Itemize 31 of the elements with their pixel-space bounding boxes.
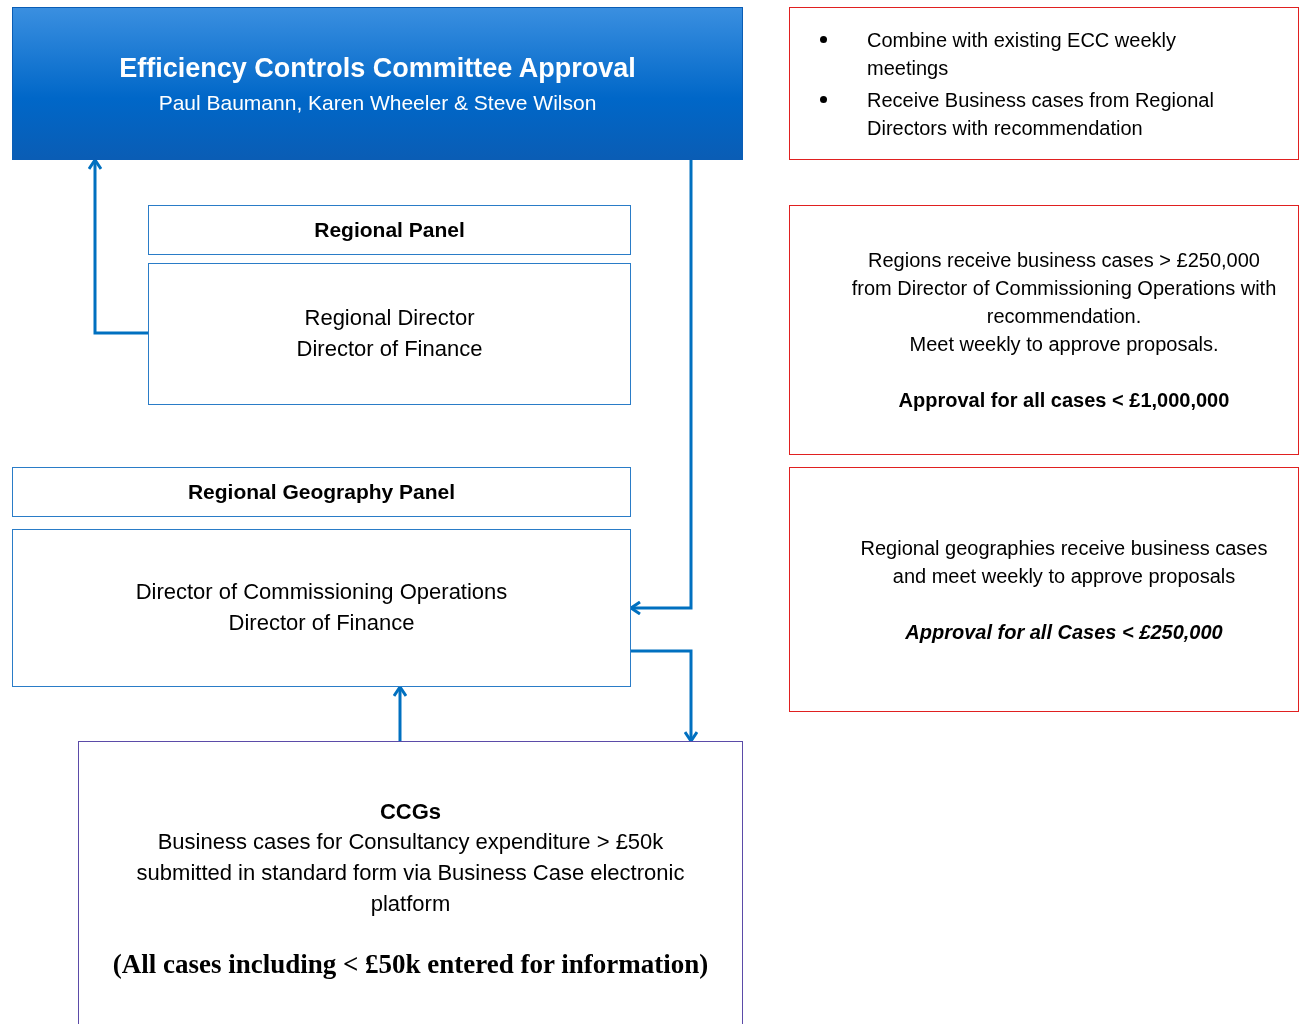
arrow bbox=[631, 649, 699, 743]
role-text: Director of Finance bbox=[228, 609, 415, 637]
note-box bbox=[789, 205, 1299, 455]
approval-text: Approval for all Cases < £250,000 bbox=[905, 619, 1223, 645]
box-heading: CCGs bbox=[379, 797, 442, 826]
note-text: Regions receive business cases > £250,000 from Director of Commissioning Operations with recommendation. bbox=[850, 248, 1278, 329]
process-box bbox=[78, 741, 743, 1024]
approval-text: Approval for all cases < £1,000,000 bbox=[898, 388, 1230, 413]
arrow bbox=[87, 158, 148, 335]
panel-header-box bbox=[12, 467, 631, 517]
role-text: Director of Finance bbox=[296, 335, 483, 363]
title-banner bbox=[12, 7, 743, 160]
title-text: Efficiency Controls Committee Approval bbox=[119, 51, 636, 85]
bullet-text: Receive Business cases from Regional Directors with recommendation bbox=[867, 87, 1215, 141]
subtitle-text: Paul Baumann, Karen Wheeler & Steve Wilson bbox=[158, 89, 597, 116]
process-box bbox=[148, 263, 631, 405]
role-text: Director of Commissioning Operations bbox=[135, 578, 508, 607]
panel-heading: Regional Geography Panel bbox=[187, 479, 456, 506]
panel-heading: Regional Panel bbox=[314, 217, 465, 244]
panel-header-box bbox=[148, 205, 631, 255]
note-text: Meet weekly to approve proposals. bbox=[909, 332, 1219, 357]
arrow bbox=[392, 685, 408, 741]
body-text: Business cases for Consultancy expenditure > £50k submitted in standard form via Business Case electronic platform bbox=[135, 828, 686, 918]
body-text: (All cases including < £50k entered for information) bbox=[112, 947, 709, 981]
arrow bbox=[629, 160, 693, 616]
process-box bbox=[12, 529, 631, 687]
note-box bbox=[789, 467, 1299, 712]
note-box bbox=[789, 7, 1299, 160]
role-text: Regional Director bbox=[304, 304, 475, 333]
note-text: Regional geographies receive business cases and meet weekly to approve proposals bbox=[859, 535, 1269, 589]
bullet-text: Combine with existing ECC weekly meetings bbox=[867, 27, 1177, 81]
